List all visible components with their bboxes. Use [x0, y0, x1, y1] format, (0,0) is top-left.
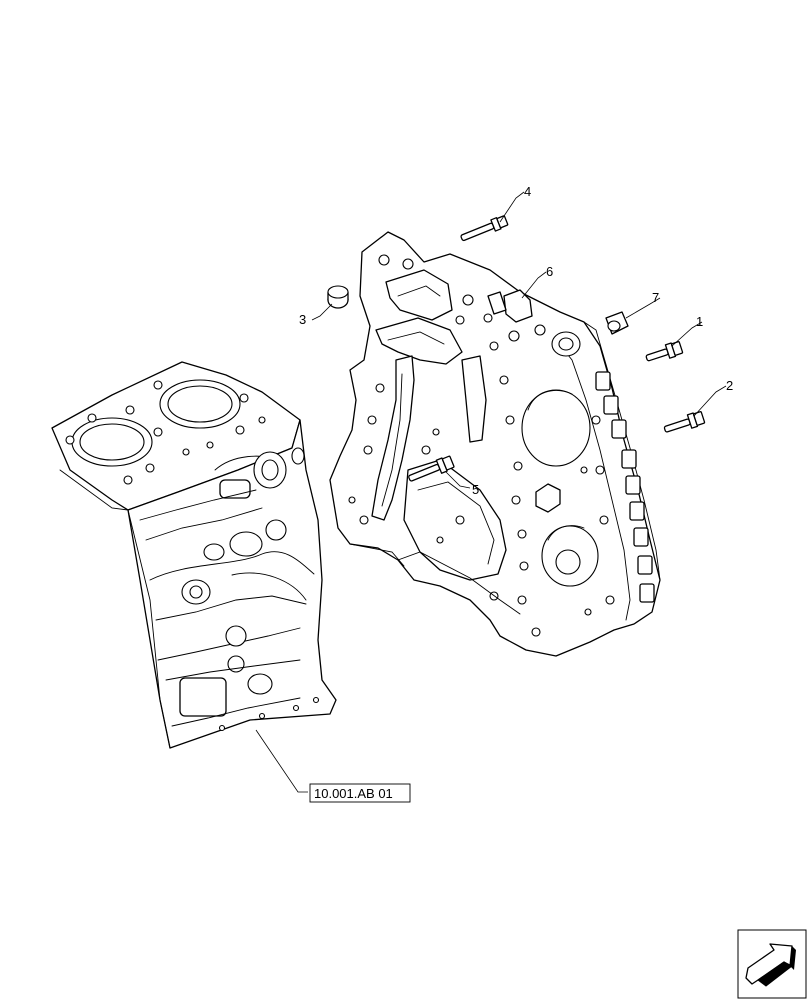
callout-1: 1: [696, 314, 703, 329]
bolt-1: [645, 341, 684, 362]
arrow-icon[interactable]: [737, 929, 807, 999]
plug-3: [327, 285, 349, 309]
sleeve-7: [605, 311, 629, 335]
callout-6: 6: [546, 264, 553, 279]
engine-block: [51, 361, 337, 749]
callout-3: 3: [299, 312, 306, 327]
reference-label[interactable]: 10.001.AB 01: [314, 786, 393, 801]
callout-7: 7: [652, 290, 659, 305]
bolt-2: [663, 411, 706, 433]
reference-box[interactable]: 10.001.AB 01: [309, 783, 411, 803]
gear-case-plate: [329, 231, 661, 657]
callout-5: 5: [472, 482, 479, 497]
callout-2: 2: [726, 378, 733, 393]
bolt-4: [460, 215, 509, 242]
callout-4: 4: [524, 184, 531, 199]
leader-lines: [255, 191, 727, 793]
bolt-5: [408, 455, 455, 482]
